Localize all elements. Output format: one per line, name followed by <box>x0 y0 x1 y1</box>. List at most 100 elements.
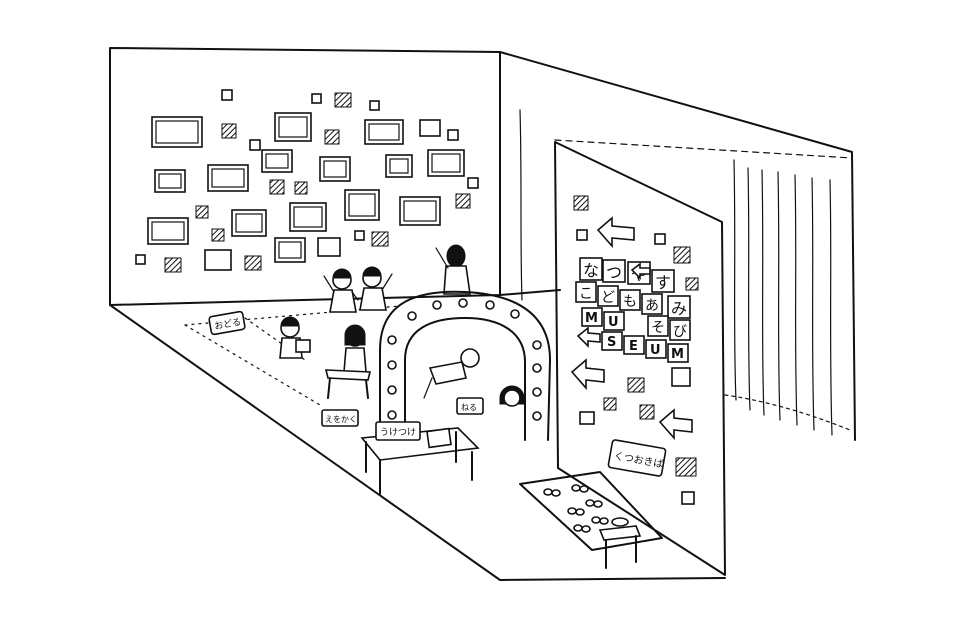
sticky-note-icon <box>135 254 146 265</box>
picture-frame-icon <box>427 149 465 177</box>
sticky-note-icon <box>685 277 699 291</box>
picture-frame-icon <box>274 112 312 142</box>
picture-frame-icon <box>151 116 203 148</box>
sticky-note-icon <box>294 181 308 195</box>
title-row-3: M U S E U M <box>581 307 689 363</box>
children <box>279 244 525 407</box>
title-char: M <box>585 311 598 326</box>
tunnel-holes <box>387 298 542 421</box>
sticky-note-icon <box>681 491 695 505</box>
sleep-sign-label: ねる <box>461 403 477 412</box>
title-char: み <box>671 299 687 318</box>
shoe-pair-icon <box>571 484 589 493</box>
title-row-2: こ ど も あ そ び <box>575 281 691 341</box>
picture-frame-icon <box>231 209 267 237</box>
sticky-note-icon <box>573 195 589 211</box>
sticky-note-icon <box>671 367 691 387</box>
sticky-note-icon <box>221 89 233 101</box>
picture-frame-icon <box>154 169 186 193</box>
room-walls <box>109 47 856 581</box>
picture-frame-icon <box>147 217 189 245</box>
sticky-note-icon <box>311 93 322 104</box>
drawing-sign-label: えをかく <box>325 415 357 424</box>
sticky-note-icon <box>211 228 225 242</box>
picture-frame-icon <box>419 119 441 137</box>
picture-frame-icon <box>344 189 380 221</box>
sticky-note-icon <box>627 377 645 393</box>
child-sitting-right <box>359 266 393 311</box>
arrow-left-icon <box>630 262 651 280</box>
child-reading <box>279 316 311 359</box>
title-char: そ <box>651 320 665 336</box>
tunnel <box>379 290 551 441</box>
sticky-note-icon <box>354 230 365 241</box>
picture-frame-icon <box>204 249 232 271</box>
shoe-pair-icon <box>543 488 561 497</box>
sticky-note-icon <box>269 179 285 195</box>
shoe-pair-icon <box>591 516 609 525</box>
sticky-note-icon <box>576 229 588 241</box>
sticky-note-icon <box>675 457 697 477</box>
child-lying <box>423 348 480 399</box>
child-at-wall <box>435 244 471 295</box>
title-char: な <box>583 261 599 280</box>
sticky-note-icon <box>164 257 182 273</box>
arrow-left-icon <box>576 326 601 348</box>
picture-frame-icon <box>207 164 249 192</box>
title-char: E <box>629 339 638 354</box>
child-sitting-left <box>323 268 359 313</box>
child-drawing <box>324 324 372 399</box>
picture-frame-icon <box>317 237 341 257</box>
sticky-note-icon <box>221 123 237 139</box>
arrow-left-icon <box>658 408 693 441</box>
title-char: つ <box>606 263 622 282</box>
reception-table: うけつけ <box>360 421 480 495</box>
title-panel: な つ や す み こ ど も あ そ び M U S E U M <box>554 141 726 576</box>
shoe-pair-icon <box>567 507 585 516</box>
picture-frame-icon <box>261 149 293 173</box>
title-char: U <box>608 315 619 330</box>
sticky-note-icon <box>371 231 389 247</box>
title-char: び <box>673 324 687 340</box>
picture-frame-icon <box>364 119 404 145</box>
sticky-note-icon <box>195 205 209 219</box>
title-char: U <box>650 343 661 358</box>
sticky-note-icon <box>579 411 595 425</box>
picture-frame-icon <box>385 154 413 178</box>
dance-sign: おどる <box>208 310 246 336</box>
arrow-left-icon <box>596 216 635 249</box>
picture-frame-icon <box>319 156 351 182</box>
picture-frame-icon <box>289 202 327 232</box>
arrow-left-icon <box>570 358 605 391</box>
sticky-note-icon <box>467 177 479 189</box>
sticky-note-icon <box>244 255 262 271</box>
stool <box>598 517 642 569</box>
title-char: こ <box>579 286 593 302</box>
sticky-note-icon <box>369 100 380 111</box>
reception-sign: うけつけ <box>375 421 421 441</box>
title-char: あ <box>645 298 659 314</box>
drawing-sign: えをかく <box>321 409 359 427</box>
reception-sign-label: うけつけ <box>380 427 416 438</box>
picture-frame-icon <box>399 196 441 226</box>
sticky-note-icon <box>639 404 655 420</box>
title-char: も <box>623 294 637 310</box>
sticky-note-icon <box>324 129 340 145</box>
sleep-sign: ねる <box>456 397 484 415</box>
title-char: M <box>671 347 684 362</box>
title-char: ど <box>601 290 615 306</box>
sticky-note-icon <box>654 233 666 245</box>
sticky-note-icon <box>455 193 471 209</box>
shoe-pair-icon <box>585 499 603 508</box>
curtain <box>519 109 853 436</box>
sticky-note-icon <box>447 129 459 141</box>
shoe-pair-icon <box>573 524 591 533</box>
sticky-note-icon <box>334 92 352 108</box>
picture-frames <box>135 89 479 273</box>
sticky-note-icon <box>603 397 617 411</box>
shoe-mat <box>519 471 663 551</box>
shoe-area-sign: くつおきば <box>607 439 667 477</box>
dance-sign-label: おどる <box>214 317 243 333</box>
child-peeking <box>499 385 525 407</box>
